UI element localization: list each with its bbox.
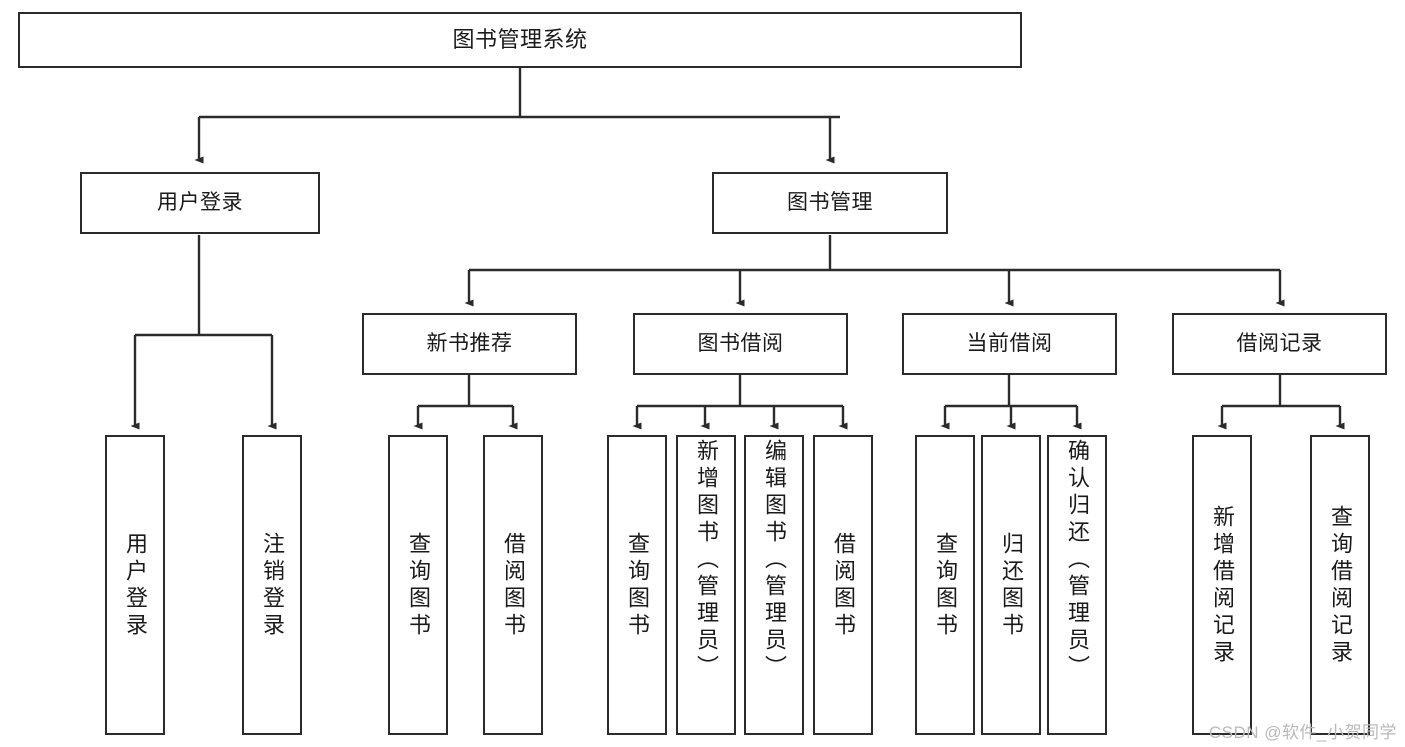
node-borrow-record[interactable]: 借阅记录: [1172, 313, 1387, 375]
node-borrow-record-label: 借阅记录: [1236, 331, 1323, 355]
leaf-borrow-record-query[interactable]: 查询借阅记录: [1310, 435, 1370, 735]
node-new-book-recommend[interactable]: 新书推荐: [362, 313, 577, 375]
node-root[interactable]: 图书管理系统: [18, 12, 1022, 68]
leaf-user-login-logout-label: 注销登录: [260, 532, 285, 640]
node-root-label: 图书管理系统: [452, 27, 588, 53]
leaf-current-borrow-query-label: 查询图书: [933, 532, 958, 640]
node-current-borrow-label: 当前借阅: [966, 331, 1053, 355]
leaf-current-borrow-return[interactable]: 归还图书: [981, 435, 1041, 735]
leaf-book-borrow-add-label: 新增图书（管理员）: [694, 439, 719, 682]
leaf-current-borrow-return-label: 归还图书: [999, 532, 1024, 640]
leaf-book-borrow-add[interactable]: 新增图书（管理员）: [676, 435, 736, 735]
node-book-management[interactable]: 图书管理: [712, 172, 948, 234]
leaf-current-borrow-query[interactable]: 查询图书: [915, 435, 975, 735]
node-current-borrow[interactable]: 当前借阅: [902, 313, 1117, 375]
node-user-login[interactable]: 用户登录: [80, 172, 320, 234]
leaf-current-borrow-confirm[interactable]: 确认归还（管理员）: [1047, 435, 1107, 735]
leaf-current-borrow-confirm-label: 确认归还（管理员）: [1065, 439, 1090, 682]
leaf-user-login-logout[interactable]: 注销登录: [242, 435, 302, 735]
leaf-book-borrow-query[interactable]: 查询图书: [607, 435, 667, 735]
leaf-book-borrow-query-label: 查询图书: [625, 532, 650, 640]
leaf-new-book-borrow-label: 借阅图书: [501, 532, 526, 640]
leaf-new-book-borrow[interactable]: 借阅图书: [483, 435, 543, 735]
leaf-new-book-query[interactable]: 查询图书: [388, 435, 448, 735]
edges: [130, 68, 1345, 430]
leaf-borrow-record-add[interactable]: 新增借阅记录: [1192, 435, 1252, 735]
leaf-new-book-query-label: 查询图书: [406, 532, 431, 640]
leaf-book-borrow-borrow-label: 借阅图书: [831, 532, 856, 640]
leaf-book-borrow-edit-label: 编辑图书（管理员）: [762, 439, 787, 682]
node-book-borrow[interactable]: 图书借阅: [633, 313, 848, 375]
leaf-book-borrow-edit[interactable]: 编辑图书（管理员）: [744, 435, 804, 735]
leaf-borrow-record-query-label: 查询借阅记录: [1328, 505, 1353, 667]
node-book-management-label: 图书管理: [787, 190, 873, 214]
leaf-book-borrow-borrow[interactable]: 借阅图书: [813, 435, 873, 735]
leaf-user-login-login[interactable]: 用户登录: [105, 435, 165, 735]
leaf-borrow-record-add-label: 新增借阅记录: [1210, 505, 1235, 667]
leaf-user-login-login-label: 用户登录: [123, 532, 148, 640]
node-new-book-recommend-label: 新书推荐: [426, 331, 513, 355]
node-user-login-label: 用户登录: [157, 190, 243, 214]
node-book-borrow-label: 图书借阅: [697, 331, 784, 355]
